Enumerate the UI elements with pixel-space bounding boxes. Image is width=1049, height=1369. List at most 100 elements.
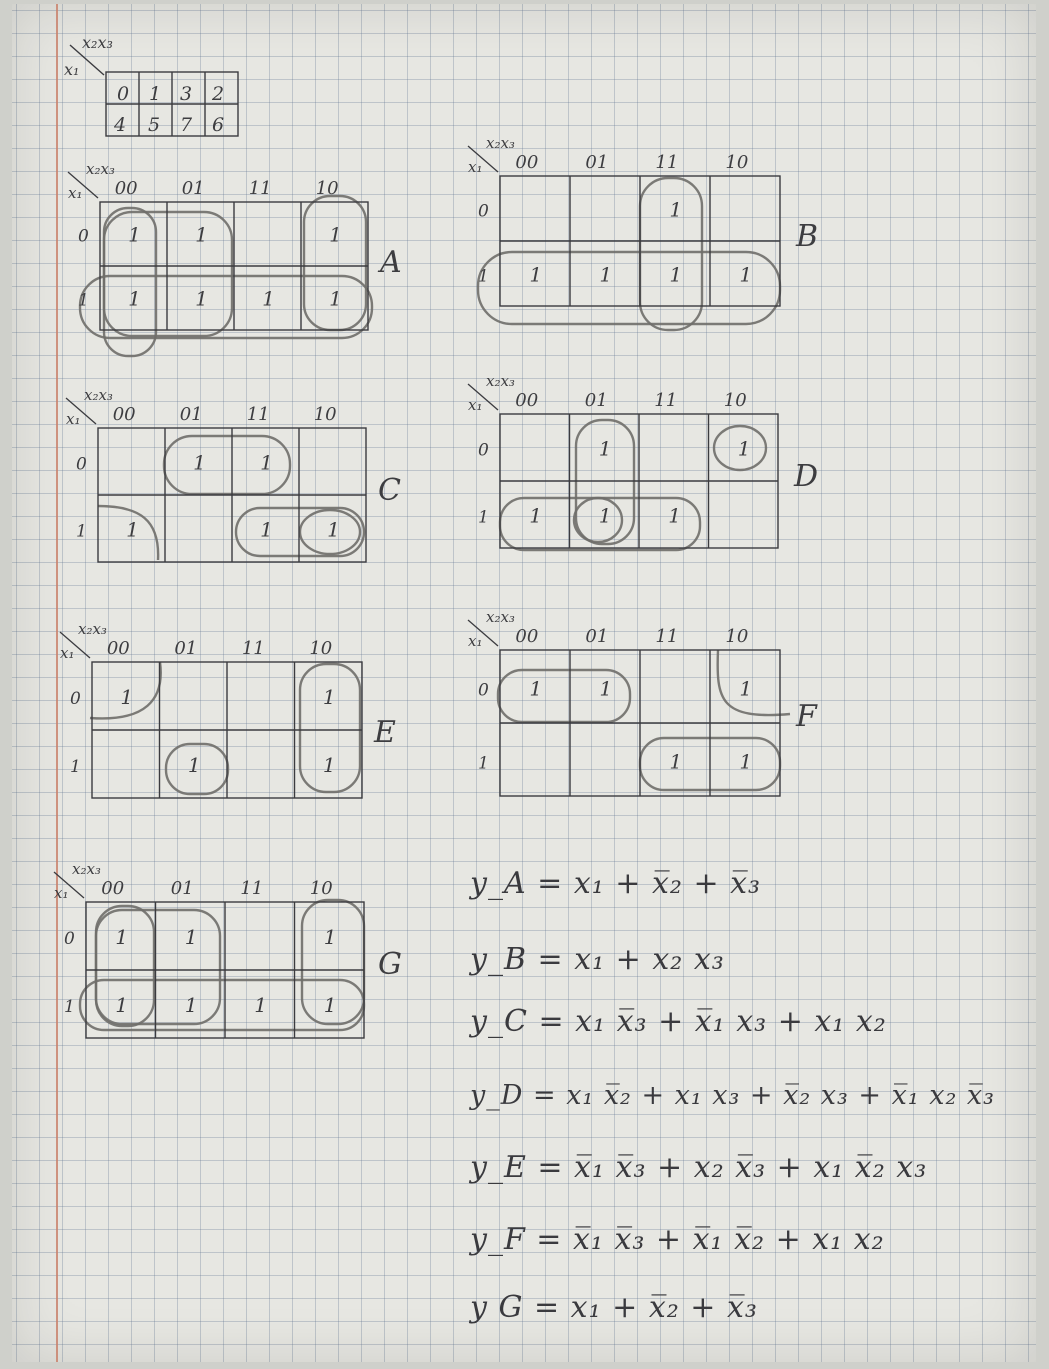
kmap-row-var-label: x₁: [68, 184, 82, 202]
index-cell: 3: [180, 83, 192, 105]
kmap-cell-value: 1: [126, 518, 139, 542]
kmap-diagonal: [67, 171, 99, 199]
kmap-row-header: 1: [478, 753, 489, 773]
kmap-label-g: G: [378, 947, 402, 982]
equation-d: y_D = x₁ x̅₂ + x₁ x₃ + x̅₂ x₃ + x̅₁ x₂ x…: [470, 1080, 995, 1111]
kmap-row-var-label: x₁: [468, 158, 482, 176]
kmap-diagonal: [65, 397, 97, 425]
kmap-cell-value: 1: [324, 925, 337, 949]
kmap-row-header: 1: [64, 997, 75, 1017]
kmap-cell-value: 1: [195, 287, 208, 311]
kmap-cell-value: 1: [599, 676, 612, 700]
kmap-cell-value: 1: [115, 993, 128, 1017]
kmap-label-a: A: [377, 245, 402, 280]
equation-b: y_B = x₁ + x₂ x₃: [470, 942, 725, 977]
kmap-col-header: 10: [724, 390, 747, 411]
kmap-row-var-label: x₁: [60, 644, 74, 662]
kmap-col-header: 11: [249, 178, 272, 199]
index-cell: 7: [180, 114, 193, 136]
kmap-cell-value: 1: [739, 262, 752, 286]
kmap-col-header: 10: [314, 404, 337, 425]
equation-f: y_F = x̅₁ x̅₃ + x̅₁ x̅₂ + x₁ x₂: [470, 1222, 885, 1257]
kmap-cell-value: 1: [254, 993, 267, 1017]
kmap-label-d: D: [793, 459, 818, 494]
kmap-row-header: 0: [478, 201, 489, 221]
kmap-cell-value: 1: [529, 262, 542, 286]
equation-a: y_A = x₁ + x̅₂ + x̅₃: [470, 866, 762, 901]
kmap-col-var-label: x₂x₃: [86, 160, 115, 178]
kmap-cell-value: 1: [128, 223, 141, 247]
kmap-row-header: 1: [70, 757, 81, 777]
equation-e: y_E = x̅₁ x̅₃ + x₂ x̅₃ + x₁ x̅₂ x₃: [470, 1150, 928, 1185]
index-grid: [105, 71, 239, 137]
kmap-cell-value: 1: [323, 753, 336, 777]
kmap-col-header: 01: [180, 404, 203, 425]
kmap-col-header: 00: [515, 152, 538, 173]
kmap-col-header: 11: [247, 404, 270, 425]
kmap-diagonal: [467, 383, 499, 411]
kmap-col-header: 10: [725, 626, 748, 647]
kmap-row-var-label: x₁: [468, 396, 482, 414]
index-map: x₂x₃ x₁ 0 1 3 2 4 5 7 6: [64, 33, 239, 137]
index-cell: 5: [148, 114, 160, 136]
kmap-cell-value: 1: [323, 685, 336, 709]
kmap-cell-value: 1: [185, 993, 198, 1017]
equation-g: y G = x₁ + x̅₂ + x̅₃: [470, 1290, 758, 1325]
kmap-cell-value: 1: [193, 451, 206, 475]
kmap-col-header: 01: [171, 878, 194, 899]
kmap-cell-value: 1: [329, 223, 342, 247]
kmap-col-var-label: x₂x₃: [486, 608, 515, 626]
kmap-col-header: 10: [309, 638, 332, 659]
index-cell: 4: [113, 114, 126, 136]
index-cell: 1: [149, 83, 161, 105]
kmap-label-c: C: [378, 473, 401, 508]
kmap-cell-value: 1: [120, 685, 133, 709]
kmap-cell-value: 1: [668, 504, 681, 528]
kmap-col-header: 11: [240, 878, 263, 899]
kmap-cell-value: 1: [188, 753, 201, 777]
kmap-row-header: 0: [478, 680, 489, 700]
kmap-cell-value: 1: [115, 925, 128, 949]
kmap-cell-value: 1: [260, 451, 273, 475]
kmap-cell-value: 1: [327, 518, 340, 542]
kmap-diagonal: [467, 145, 499, 173]
margin-line: [56, 4, 58, 1362]
kmap-row-header: 0: [478, 441, 489, 461]
kmap-col-header: 11: [242, 638, 265, 659]
kmap-row-header: 0: [78, 227, 89, 247]
kmap-col-var-label: x₂x₃: [486, 134, 515, 152]
kmap-col-header: 01: [585, 390, 608, 411]
kmap-col-var-label: x₂x₃: [84, 386, 113, 404]
kmap-col-header: 00: [515, 626, 538, 647]
kmap-cell-value: 1: [669, 262, 682, 286]
kmap-cell-value: 1: [195, 223, 208, 247]
kmap-cell-value: 1: [128, 287, 141, 311]
kmap-cell-value: 1: [739, 676, 752, 700]
index-cell: 2: [211, 83, 224, 105]
kmap-col-header: 00: [107, 638, 130, 659]
kmap-col-var-label: x₂x₃: [72, 860, 101, 878]
kmap-cell-value: 1: [669, 197, 682, 221]
index-cell: 6: [212, 114, 224, 136]
kmap-col-header: 10: [316, 178, 339, 199]
kmap-col-header: 10: [310, 878, 333, 899]
kmap-diagonal: [467, 619, 499, 647]
kmap-row-header: 1: [478, 266, 489, 286]
kmap-cell-value: 1: [599, 437, 612, 461]
kmap-diagonal: [59, 631, 91, 659]
notebook-page: [12, 4, 1036, 1362]
kmap-col-header: 00: [113, 404, 136, 425]
index-cell: 0: [117, 83, 129, 105]
kmap-col-header: 01: [174, 638, 197, 659]
kmap-col-header: 11: [654, 390, 677, 411]
kmap-row-header: 1: [478, 508, 489, 528]
grouping-loops: [78, 176, 791, 1032]
kmap-col-var-label: x₂x₃: [78, 620, 107, 638]
kmap-row-header: 0: [64, 929, 75, 949]
kmap-cell-value: 1: [529, 504, 542, 528]
kmap-row-header: 0: [70, 689, 81, 709]
